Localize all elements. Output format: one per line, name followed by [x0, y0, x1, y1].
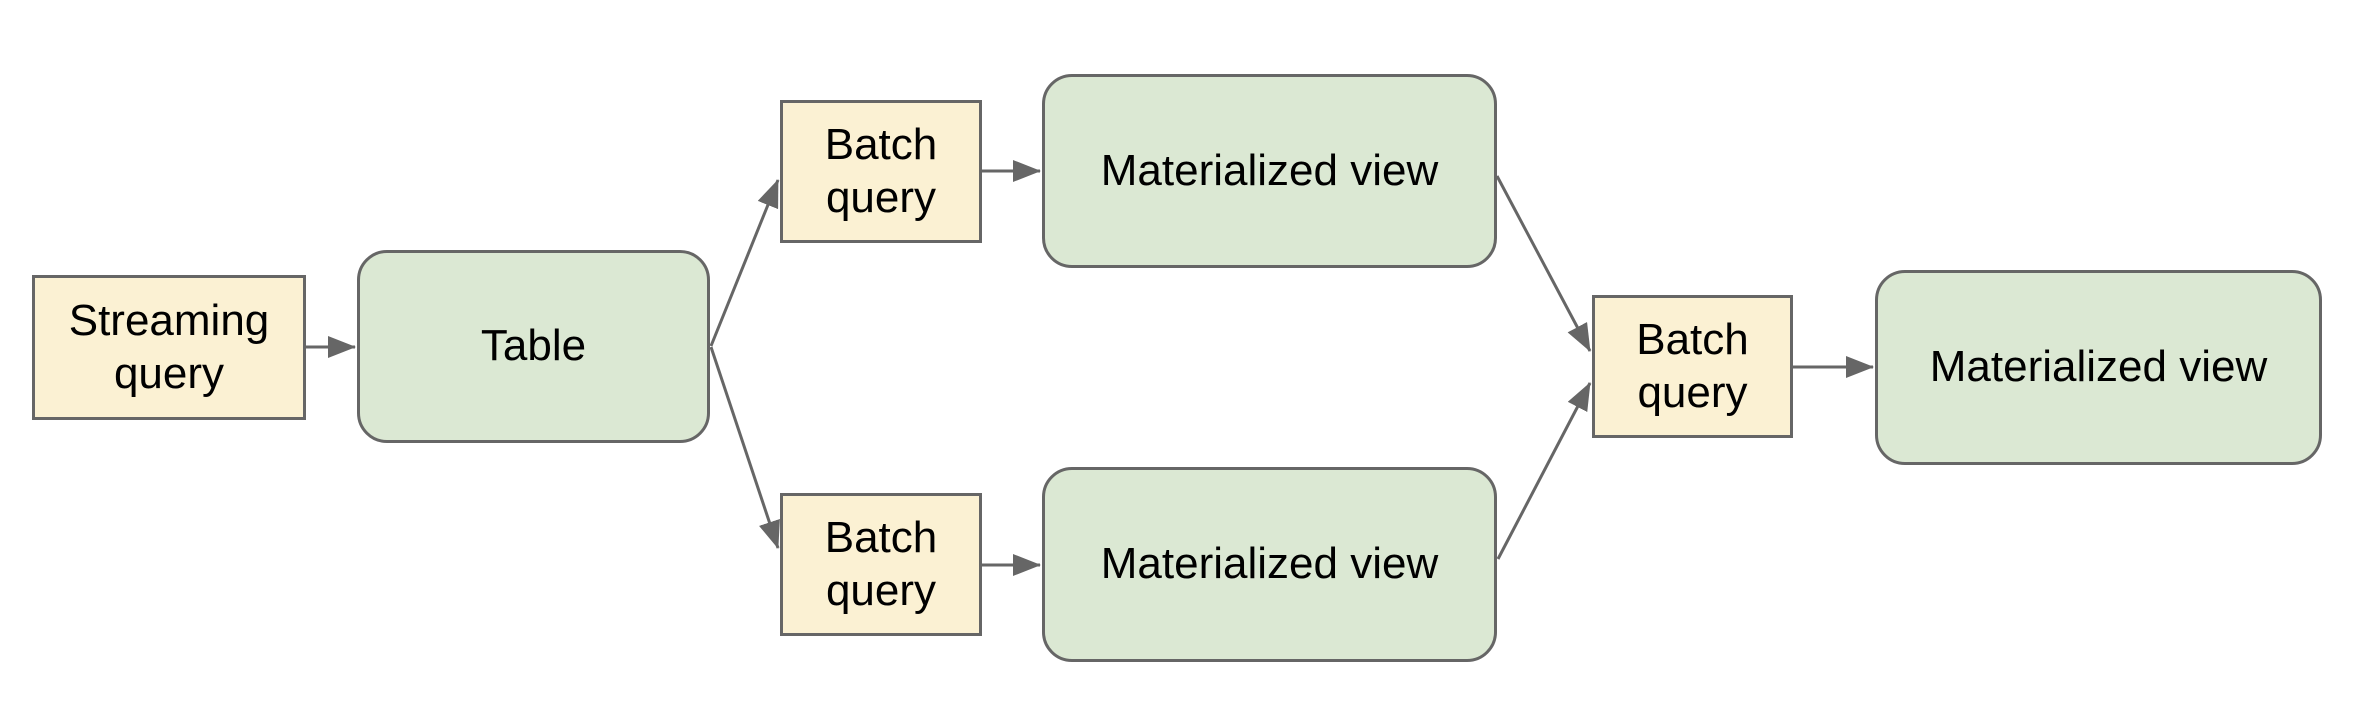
- node-table-label: Table: [480, 321, 587, 371]
- node-streaming-query: Streaming query: [32, 275, 306, 420]
- node-materialized-view-final-label: Materialized view: [1929, 342, 2268, 392]
- node-batch-query-top-label: Batch query: [824, 119, 938, 222]
- edge-table-to-batch-query-bottom: [709, 346, 780, 549]
- node-batch-query-right: Batch query: [1592, 295, 1793, 438]
- node-batch-query-bottom-label: Batch query: [824, 512, 938, 615]
- node-materialized-view-bottom: Materialized view: [1042, 467, 1497, 662]
- node-batch-query-bottom: Batch query: [780, 493, 982, 636]
- node-materialized-view-top: Materialized view: [1042, 74, 1497, 268]
- node-batch-query-top: Batch query: [780, 100, 982, 243]
- node-batch-query-right-label: Batch query: [1636, 314, 1749, 417]
- node-materialized-view-final: Materialized view: [1875, 270, 2322, 465]
- node-streaming-query-label: Streaming query: [68, 295, 270, 398]
- edge-mv-bottom-to-batch-query-right: [1496, 382, 1592, 560]
- edge-table-to-batch-query-top: [709, 179, 780, 347]
- node-materialized-view-top-label: Materialized view: [1100, 145, 1439, 195]
- node-materialized-view-bottom-label: Materialized view: [1100, 539, 1439, 589]
- edge-mv-top-to-batch-query-right: [1495, 175, 1592, 352]
- node-table: Table: [357, 250, 710, 443]
